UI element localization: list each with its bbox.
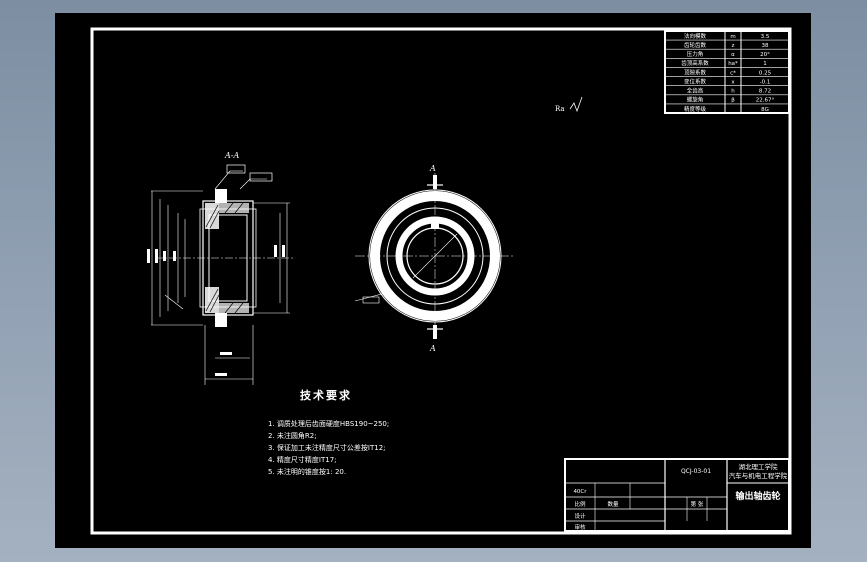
roughness-symbol — [569, 96, 583, 113]
param-symbol: x — [731, 79, 735, 85]
material-label: 40Cr — [573, 489, 587, 495]
param-value: 1 — [763, 61, 767, 67]
part-name: 输出轴齿轮 — [735, 490, 780, 502]
technical-requirements: 技术要求 1. 调质处理后齿面硬度HBS190~250; 2. 未注圆角R2; … — [268, 388, 389, 476]
tech-requirement-item: 4. 精度尺寸精度IT17; — [268, 455, 337, 464]
sheet-label: 第 张 — [691, 500, 704, 508]
tech-requirement-item: 3. 保证加工未注精度尺寸公差按IT12; — [268, 443, 386, 452]
check-label: 审核 — [574, 523, 586, 531]
param-name: 齿顶高系数 — [681, 59, 709, 67]
param-name: 精度等级 — [684, 105, 707, 113]
tech-requirement-item: 5. 未注明的锥度按1: 20. — [268, 467, 346, 476]
param-value: 38 — [762, 43, 769, 49]
drawing-canvas: 法向模数 m 3.5 齿轮齿数 z 38 压力角 α 20° 齿顶高系数 ha* 1 顶隙系数 c* 0.2… — [55, 13, 811, 548]
param-symbol: z — [732, 43, 735, 49]
param-value: -0.1 — [760, 79, 771, 85]
param-name: 齿轮齿数 — [684, 41, 707, 49]
design-label: 设计 — [574, 512, 586, 520]
scale-label: 比例 — [574, 500, 586, 508]
param-name: 全齿高 — [687, 87, 704, 95]
tech-requirement-item: 1. 调质处理后齿面硬度HBS190~250; — [268, 419, 389, 428]
param-name: 压力角 — [687, 50, 704, 58]
param-symbol: β — [731, 98, 735, 104]
quantity-label: 数量 — [607, 500, 619, 508]
param-value: 8.72 — [759, 89, 771, 95]
param-name: 变位系数 — [684, 77, 707, 85]
drawing-number: QCJ-03-01 — [681, 468, 711, 475]
school-name: 湖北理工学院 — [739, 462, 779, 471]
cad-drawing: 法向模数 m 3.5 齿轮齿数 z 38 压力角 α 20° 齿顶高系数 ha* 1 顶隙系数 c* 0.2… — [90, 27, 792, 535]
param-name: 顶隙系数 — [684, 68, 707, 76]
title-block: QCJ-03-01 湖北理工学院 汽车与机电工程学院 输出轴齿轮 40Cr 比例… — [564, 458, 790, 532]
param-value: 20° — [760, 52, 770, 58]
param-name: 法向模数 — [684, 32, 707, 40]
param-name: 螺旋角 — [687, 96, 704, 104]
front-view: A A — [354, 164, 515, 353]
section-mark-top: A — [429, 164, 436, 173]
drawing-border — [90, 27, 792, 535]
param-symbol: c* — [730, 70, 736, 76]
param-symbol: ha* — [728, 61, 738, 67]
tech-requirement-item: 2. 未注圆角R2; — [268, 431, 317, 440]
department-name: 汽车与机电工程学院 — [729, 471, 788, 480]
param-symbol: h — [731, 89, 735, 95]
section-mark-bottom: A — [429, 344, 436, 353]
param-value: 3.5 — [761, 34, 770, 40]
gear-parameter-table: 法向模数 m 3.5 齿轮齿数 z 38 压力角 α 20° 齿顶高系数 ha* 1 顶隙系数 c* 0.2… — [664, 30, 790, 114]
section-view: A-A — [147, 151, 295, 385]
tech-requirements-title: 技术要求 — [300, 388, 352, 402]
param-symbol: m — [730, 34, 735, 40]
section-view-label: A-A — [224, 151, 239, 160]
param-value: 8G — [761, 107, 769, 113]
roughness-note: Ra — [555, 105, 565, 113]
param-value: 22.67° — [756, 98, 775, 104]
param-symbol: α — [731, 52, 735, 58]
param-value: 0.25 — [759, 70, 772, 76]
